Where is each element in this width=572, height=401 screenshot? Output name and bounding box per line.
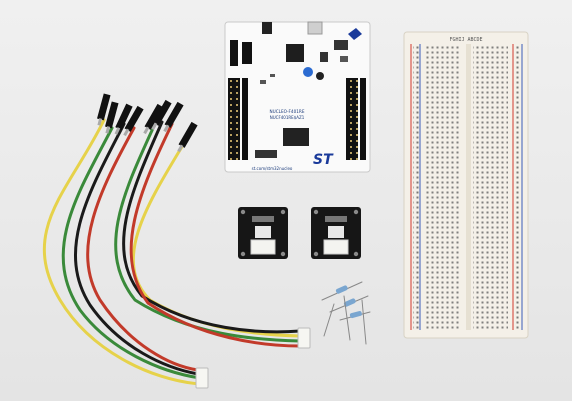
sensor-module-left (238, 207, 288, 259)
wire-yellow-long (42, 118, 202, 386)
resistor-2 (329, 295, 369, 313)
resistor-3 (339, 310, 371, 321)
resistor-1 (321, 281, 363, 301)
st-logo-text: ST (313, 152, 334, 168)
board-model-label: NUCLEO-F401RE (270, 109, 305, 114)
jst-connector-middle (297, 327, 311, 349)
breadboard: FGHIJ ABCDE (403, 31, 529, 339)
nucleo-board: NUCLEO-F401RE NUCF401RE$AZ1 st.com/stm32… (224, 21, 371, 173)
resistors (321, 281, 371, 345)
jumper-wires (42, 118, 302, 386)
wire-green-right (114, 124, 302, 343)
wire-green-long (61, 126, 202, 380)
board-part-label: NUCF401RE$AZ1 (270, 115, 305, 120)
wire-end-pins (97, 93, 198, 153)
wire-red-long (86, 126, 200, 372)
wire-black-long (74, 122, 200, 376)
sensor-module-right (311, 207, 361, 259)
board-url-label: st.com/stm32nucleo (252, 166, 293, 171)
st-corner-logo-icon (348, 28, 362, 40)
resistor-4 (323, 295, 367, 345)
wire-red-right (129, 122, 302, 348)
jst-connector-bottom (195, 367, 209, 389)
breadboard-top-labels: FGHIJ ABCDE (449, 37, 482, 43)
